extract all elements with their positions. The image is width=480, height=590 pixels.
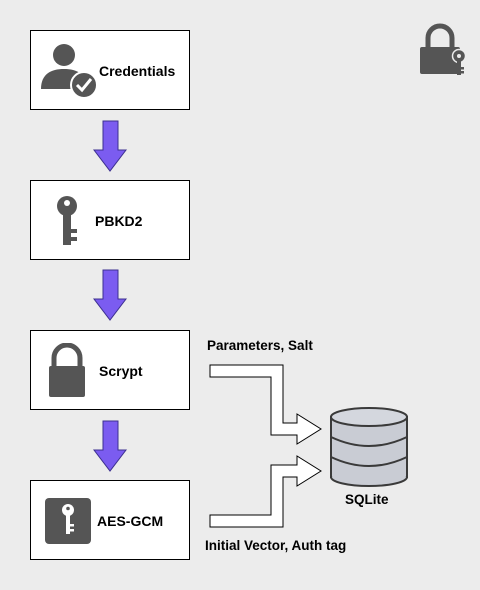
user-check-icon: [41, 44, 98, 99]
step-label-pbkd2: PBKD2: [95, 213, 143, 229]
scrypt-output-label: Parameters, Salt: [207, 338, 313, 353]
down-arrow-1: [92, 120, 128, 172]
step-label-scrypt: Scrypt: [99, 363, 143, 379]
sqlite-label: SQLite: [345, 492, 389, 507]
down-arrow-2: [92, 269, 128, 321]
step-pbkd2: PBKD2: [30, 180, 190, 260]
step-label-credentials: Credentials: [99, 63, 176, 79]
key-square-icon: [45, 498, 91, 544]
step-credentials: Credentials: [30, 30, 190, 110]
key-icon: [57, 196, 77, 245]
padlock-icon: [49, 343, 85, 397]
step-label-aes-gcm: AES-GCM: [97, 513, 164, 529]
down-arrow-3: [92, 420, 128, 472]
scrypt-to-sqlite-arrow: [209, 364, 322, 445]
aes-to-sqlite-arrow: [209, 455, 322, 528]
aes-output-label: Initial Vector, Auth tag: [205, 538, 347, 553]
lock-key-icon: [420, 23, 467, 75]
step-scrypt: Scrypt: [30, 330, 190, 410]
database-icon: [330, 407, 408, 487]
step-aes-gcm: AES-GCM: [30, 480, 190, 560]
